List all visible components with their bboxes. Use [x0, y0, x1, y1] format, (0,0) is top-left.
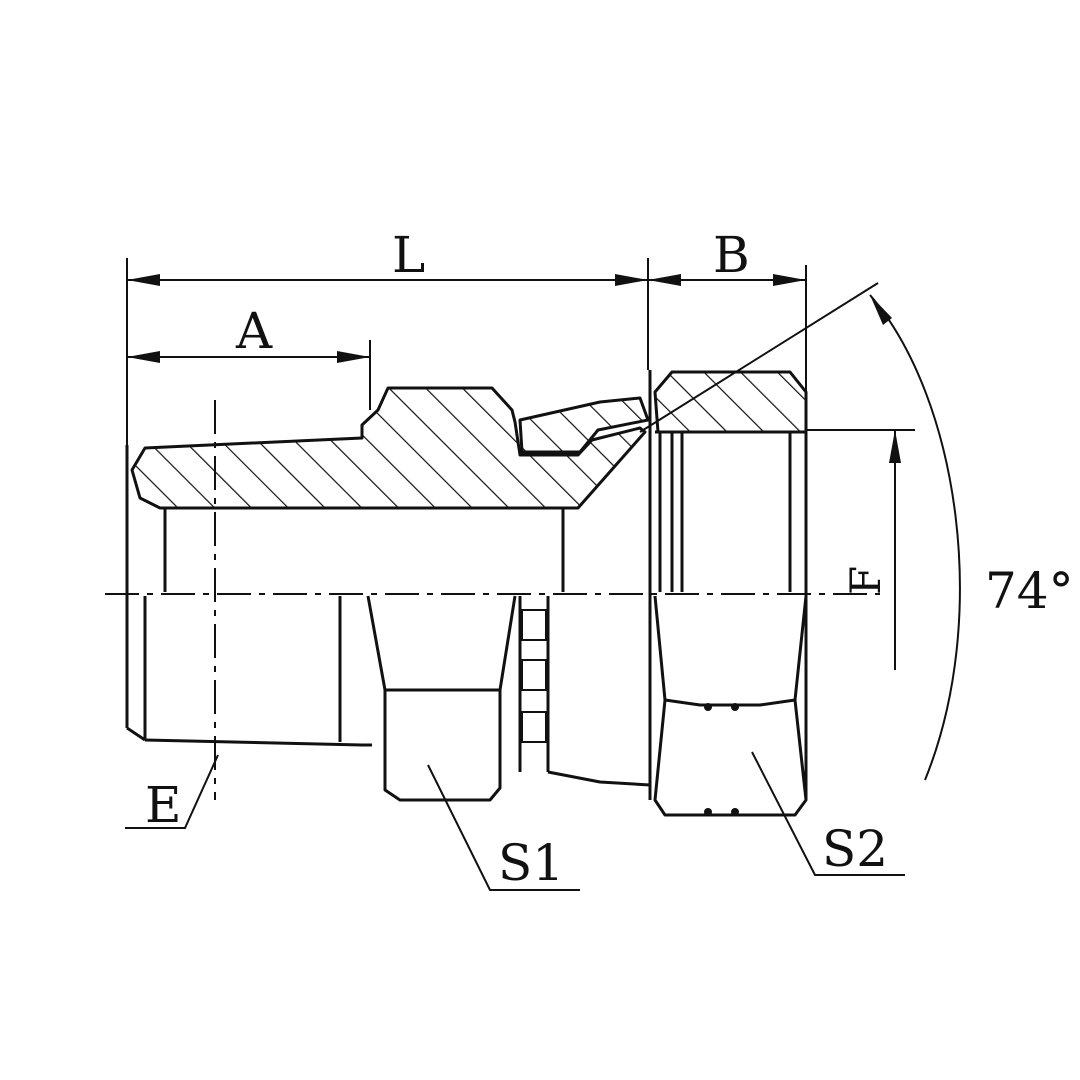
- label-angle: 74°: [985, 562, 1074, 620]
- centre-lines: [105, 400, 880, 800]
- outline: [125, 370, 808, 817]
- label-S1: S1: [498, 834, 564, 892]
- label-L: L: [392, 226, 425, 284]
- angle-arc: [869, 294, 961, 781]
- knurl-dots: [704, 703, 739, 816]
- label-S2: S2: [822, 820, 888, 878]
- labels: L B A E S1 S2 74° F: [145, 226, 1074, 892]
- body-section-hatch: [130, 386, 647, 510]
- label-F: F: [841, 566, 890, 595]
- groove-marks: [521, 609, 547, 743]
- label-B: B: [713, 226, 750, 284]
- label-E: E: [145, 776, 182, 834]
- leader-S1: [427, 764, 580, 891]
- nut-section-hatch: [653, 370, 808, 434]
- leader-E: [125, 754, 219, 829]
- dimensions: [125, 258, 961, 891]
- cone-angle-leader: [639, 282, 879, 433]
- label-A: A: [235, 302, 273, 360]
- leader-S2: [751, 751, 905, 876]
- insert-section-hatch: [518, 396, 650, 454]
- section-body: [130, 370, 808, 510]
